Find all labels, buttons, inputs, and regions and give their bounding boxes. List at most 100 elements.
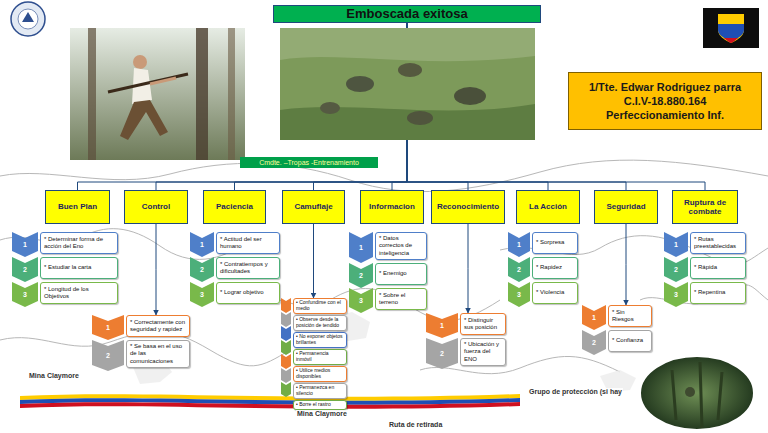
chevron-fill xyxy=(190,232,214,257)
node-text: * Distinguir sus posición xyxy=(464,317,502,331)
chevron-number: 1 xyxy=(12,232,38,257)
chevron-fill xyxy=(508,257,530,282)
node-text: * Determinar forma de acción del Eno xyxy=(44,236,114,250)
soldier-photo xyxy=(70,28,245,160)
chevron-fill xyxy=(582,330,606,355)
list-item-box: • Observe desde la posición de tendido xyxy=(293,315,347,331)
camouflage-chevron-strip xyxy=(281,298,291,397)
chevron-number: 2 xyxy=(349,263,373,288)
chevron-fill xyxy=(664,257,688,282)
connector xyxy=(626,224,627,305)
node-text: * Rapidez xyxy=(536,264,562,271)
chevron-fill xyxy=(12,257,38,282)
list-item-box: • Utilice medios disponibles xyxy=(293,366,347,382)
list-item-box: • Permanezca en silencio xyxy=(293,383,347,399)
category-box: Paciencia xyxy=(203,190,266,224)
node-text: Paciencia xyxy=(216,202,253,211)
list-item-box: * Se basa en el uso de las comunicacione… xyxy=(126,340,190,368)
node-text: • Utilice medios disponibles xyxy=(296,368,344,380)
ambush-photo xyxy=(280,28,535,140)
node-text: * Se basa en el uso de las comunicacione… xyxy=(130,343,186,365)
chevron-number: 2 xyxy=(664,257,688,282)
map-label: Mina Claymore xyxy=(296,410,348,417)
node-text: 1 xyxy=(23,241,27,248)
emblem-right xyxy=(703,8,759,48)
node-text: * Longitud de los Objetivos xyxy=(44,286,114,300)
node-text: Seguridad xyxy=(606,202,645,211)
emblem-left xyxy=(11,2,45,36)
list-item-box: * Ubicación y fuerza del ENO xyxy=(460,338,506,366)
category-box: Reconocimiento xyxy=(431,190,505,224)
node-text: Emboscada exitosa xyxy=(346,7,467,22)
node-text: Cmdte. –Tropas -Entrenamiento xyxy=(259,159,359,167)
node-text: Ruptura de combate xyxy=(675,198,735,216)
list-item-box: * Distinguir sus posición xyxy=(460,313,506,335)
chevron-number: 1 xyxy=(582,305,606,330)
node-text: 1 xyxy=(440,322,444,329)
node-text: 2 xyxy=(200,266,204,273)
list-item-box: * Rutas preestablecidas xyxy=(690,232,746,254)
connector xyxy=(313,224,314,298)
node-text: Informacion xyxy=(369,202,415,211)
chevron-number: 1 xyxy=(426,313,458,338)
chevron-fill xyxy=(349,232,373,263)
node-text: 3 xyxy=(359,297,363,304)
node-text: 1 xyxy=(200,241,204,248)
chevron-fill xyxy=(349,288,373,313)
jungle-photo xyxy=(640,356,754,430)
node-text: * Confianza xyxy=(612,337,643,344)
flag-strip xyxy=(20,394,520,409)
chevron-number: 3 xyxy=(664,282,688,307)
chevron-fill xyxy=(92,315,124,340)
node-text: • Permanezca en silencio xyxy=(296,385,344,397)
node-text: 3 xyxy=(674,291,678,298)
connector xyxy=(468,224,469,313)
chevron-number: 1 xyxy=(190,232,214,257)
node-text: • No exponer objetos brillantes xyxy=(296,334,344,346)
node-text: * Rápida xyxy=(694,264,717,271)
role-label: Cmdte. –Tropas -Entrenamiento xyxy=(240,157,378,168)
node-text: • Permanencia inmóvil xyxy=(296,351,344,363)
list-item-box: • Borre el rastro xyxy=(293,400,347,410)
node-text: Perfeccionamiento Inf. xyxy=(606,108,724,122)
list-item-box: * Repentina xyxy=(690,282,746,304)
chevron-fill xyxy=(349,263,373,288)
map-label: Mina Claymore xyxy=(28,372,80,379)
category-box: Ruptura de combate xyxy=(672,190,738,224)
node-text: * Repentina xyxy=(694,289,725,296)
chevron-fill xyxy=(190,257,214,282)
list-item-box: * Sin Riesgos xyxy=(608,305,652,327)
node-text: 3 xyxy=(200,291,204,298)
category-box: Camuflaje xyxy=(282,190,345,224)
category-box: Informacion xyxy=(360,190,424,224)
node-text: Reconocimiento xyxy=(437,202,499,211)
node-text: 3 xyxy=(517,291,521,298)
list-item-box: * Correctamente con seguridad y rapidez xyxy=(126,315,190,337)
chevron-fill xyxy=(426,313,458,338)
node-text: 2 xyxy=(23,266,27,273)
node-text: 2 xyxy=(674,266,678,273)
node-text: * Sobre el terreno xyxy=(379,292,423,306)
list-item-box: • No exponer objetos brillantes xyxy=(293,332,347,348)
node-text: 1 xyxy=(674,241,678,248)
node-text: 2 xyxy=(592,339,596,346)
list-item-box: * Contratiempos y dificultades xyxy=(216,257,280,279)
list-item-box: * Determinar forma de acción del Eno xyxy=(40,232,118,254)
chevron-fill xyxy=(664,232,688,257)
node-text: * Sin Riesgos xyxy=(612,309,648,323)
chevron-number: 2 xyxy=(92,340,124,371)
node-text: 1/Tte. Edwar Rodriguez parra xyxy=(589,80,741,94)
list-item-box: * Violencia xyxy=(532,282,578,304)
chevron-fill xyxy=(508,282,530,307)
chevron-fill xyxy=(190,282,214,307)
chevron-number: 3 xyxy=(508,282,530,307)
node-text: Buen Plan xyxy=(58,202,97,211)
node-text: La Acción xyxy=(529,202,567,211)
node-text: * Sorpresa xyxy=(536,239,564,246)
node-text: • Observe desde la posición de tendido xyxy=(296,317,344,329)
node-text: 2 xyxy=(517,266,521,273)
node-text: * Datos correctos de inteligencia xyxy=(379,235,423,257)
category-box: Seguridad xyxy=(594,190,658,224)
map-label: Grupo de protección (si hay xyxy=(528,388,623,395)
node-text: * Lograr objetivo xyxy=(220,289,264,296)
